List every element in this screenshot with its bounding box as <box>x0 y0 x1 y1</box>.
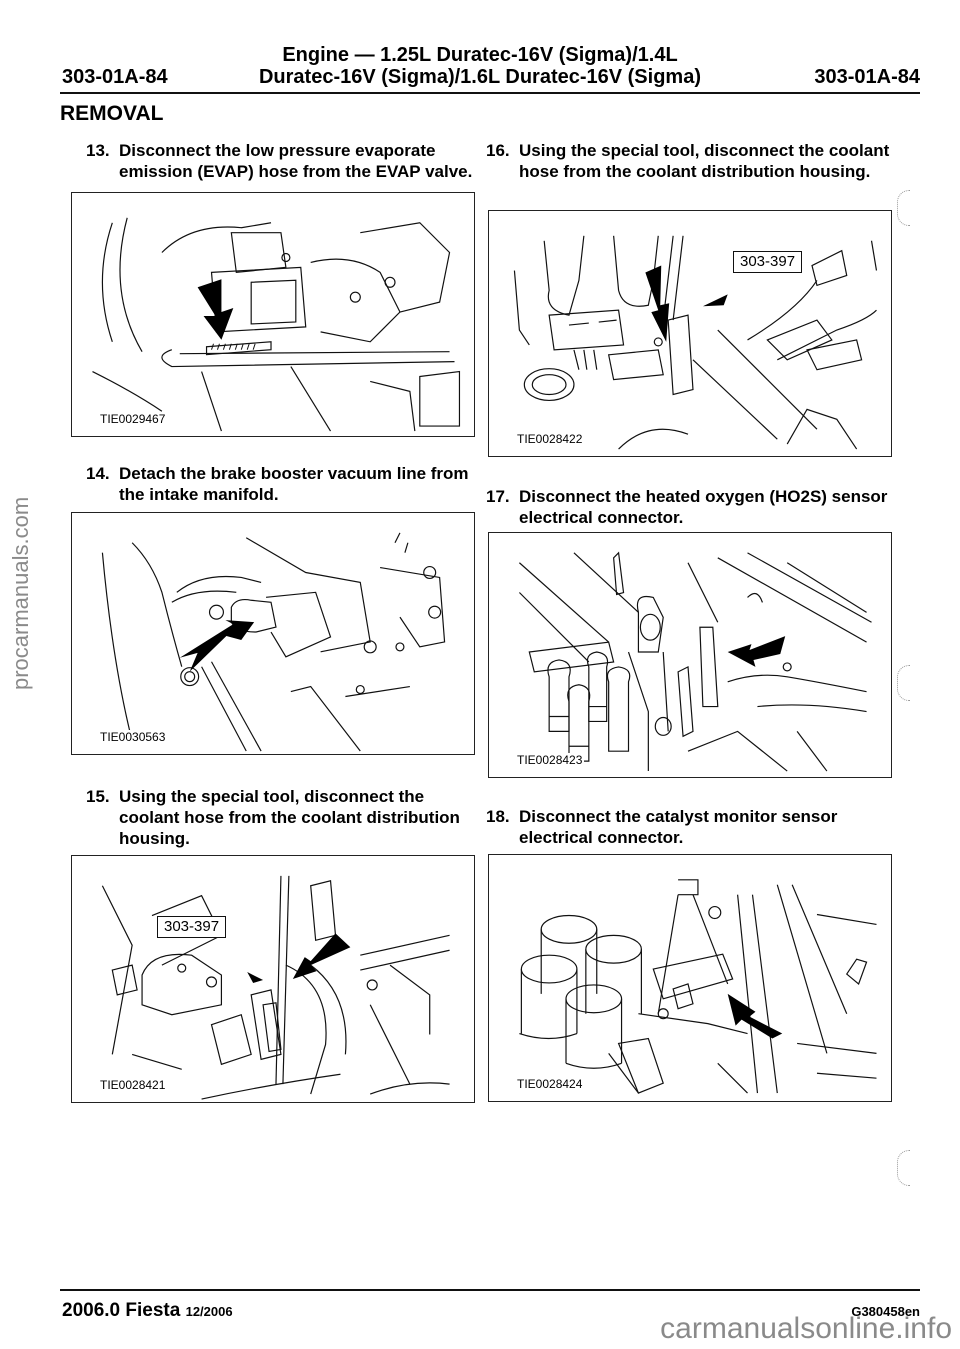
figure-id: TIE0028422 <box>515 432 585 446</box>
scan-artifact <box>897 1150 910 1186</box>
pointer-arrow-icon <box>727 993 783 1039</box>
figure-catalyst-monitor-connector: TIE0028424 <box>488 854 892 1102</box>
footer-model-name: 2006.0 Fiesta <box>62 1300 181 1321</box>
special-tool-label: 303-397 <box>157 916 227 938</box>
engine-illustration <box>101 875 450 1100</box>
step-17: 17. Disconnect the heated oxygen (HO2S) … <box>486 486 906 528</box>
header-divider <box>60 92 920 94</box>
bottom-watermark: carmanualsonline.info <box>660 1312 952 1345</box>
step-text: Using the special tool, disconnect the c… <box>519 141 890 181</box>
step-text: Disconnect the low pressure evaporate em… <box>119 141 473 181</box>
figure-id: TIE0029467 <box>98 412 168 426</box>
pointer-arrow-icon <box>727 636 786 667</box>
footer-divider <box>60 1289 920 1291</box>
section-heading: REMOVAL <box>60 102 164 125</box>
step-number: 16. <box>486 141 510 160</box>
step-14: 14. Detach the brake booster vacuum line… <box>86 463 486 505</box>
step-text: Disconnect the catalyst monitor sensor e… <box>519 807 838 847</box>
step-number: 17. <box>486 487 510 506</box>
small-pointer-arrow-icon <box>702 294 728 307</box>
step-16: 16. Using the special tool, disconnect t… <box>486 140 906 182</box>
engine-illustration <box>101 532 446 752</box>
step-13: 13. Disconnect the low pressure evaporat… <box>86 140 476 182</box>
step-15: 15. Using the special tool, disconnect t… <box>86 786 486 849</box>
footer-code: G380458en <box>851 1304 920 1319</box>
scan-artifact <box>897 665 910 701</box>
engine-illustration <box>518 551 872 772</box>
scan-artifact <box>897 190 910 226</box>
figure-id: TIE0028423 <box>515 753 585 767</box>
engine-illustration <box>92 217 461 432</box>
small-pointer-arrow-icon <box>247 972 264 983</box>
special-tool-label: 303-397 <box>733 251 803 273</box>
side-watermark: procarmanuals.com <box>8 496 33 690</box>
figure-coolant-hose-16: 303-397 TIE0028422 <box>488 210 892 457</box>
figure-id: TIE0028424 <box>515 1077 585 1091</box>
step-number: 13. <box>86 141 110 160</box>
step-text: Disconnect the heated oxygen (HO2S) sens… <box>519 487 888 527</box>
pointer-arrow-icon <box>645 265 670 342</box>
pointer-arrow-icon <box>179 620 255 672</box>
header-title-line2: Duratec-16V (Sigma)/1.6L Duratec-16V (Si… <box>258 66 701 88</box>
pointer-arrow-icon <box>292 933 351 979</box>
figure-brake-booster-line: TIE0030563 <box>71 512 475 755</box>
step-number: 18. <box>486 807 510 826</box>
step-number: 14. <box>86 464 110 483</box>
step-text: Using the special tool, disconnect the c… <box>119 787 460 848</box>
step-18: 18. Disconnect the catalyst monitor sens… <box>486 806 906 848</box>
step-text: Detach the brake booster vacuum line fro… <box>119 464 469 504</box>
page-number-left: 303-01A-84 <box>62 66 168 88</box>
engine-illustration <box>513 235 878 450</box>
figure-coolant-hose-15: 303-397 TIE0028421 <box>71 855 475 1103</box>
figure-evap-hose: TIE0029467 <box>71 192 475 437</box>
step-number: 15. <box>86 787 110 806</box>
footer-model: 2006.0 Fiesta 12/2006 <box>62 1300 233 1322</box>
engine-illustration <box>519 879 877 1094</box>
pointer-arrow-icon <box>197 279 234 340</box>
header-title-line1: Engine — 1.25L Duratec-16V (Sigma)/1.4L <box>282 44 678 66</box>
figure-id: TIE0030563 <box>98 730 168 744</box>
figure-id: TIE0028421 <box>98 1078 168 1092</box>
page-number-right: 303-01A-84 <box>814 66 920 88</box>
figure-ho2s-connector: TIE0028423 <box>488 532 892 778</box>
footer-date: 12/2006 <box>185 1304 233 1319</box>
